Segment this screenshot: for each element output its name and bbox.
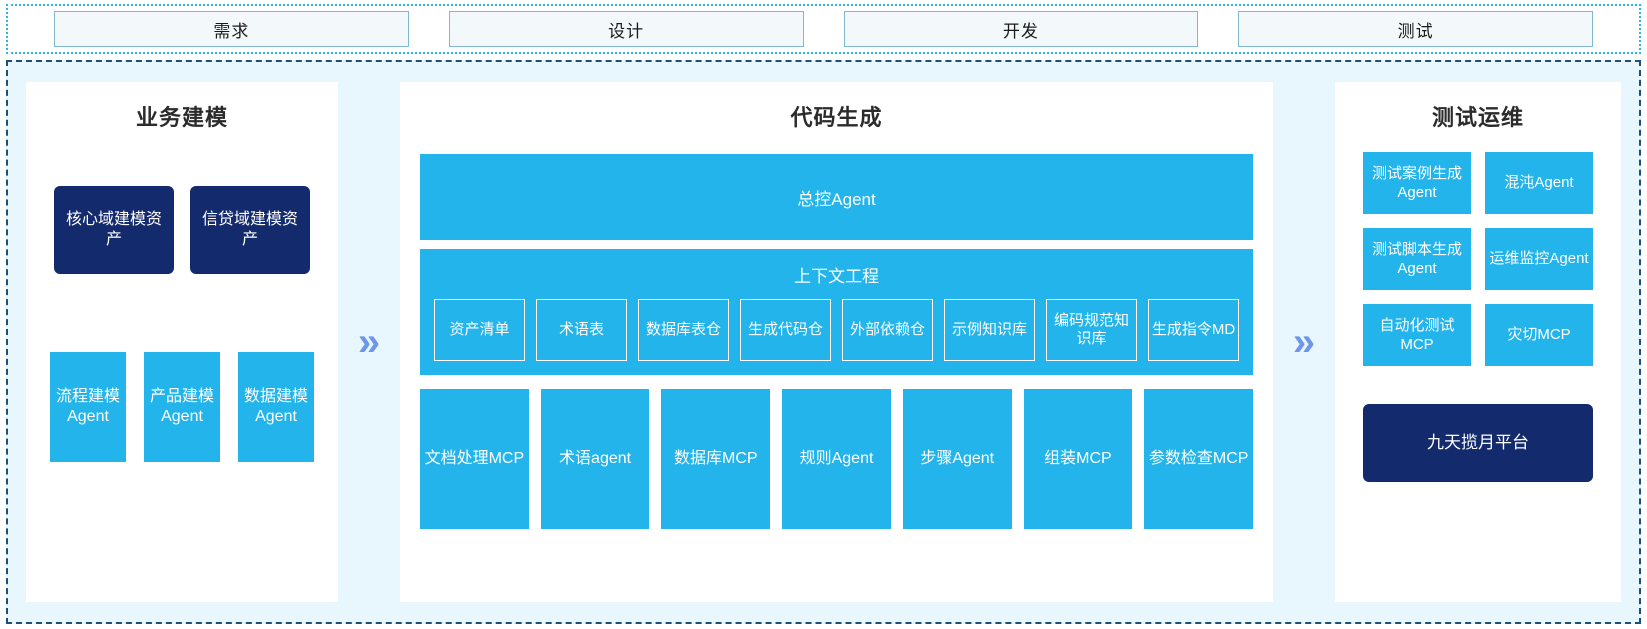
- test-ops-grid: 测试案例生成Agent 混沌Agent 测试脚本生成Agent 运维监控Agen…: [1363, 152, 1593, 366]
- context-chip-db-table-repo[interactable]: 数据库表仓: [638, 299, 729, 361]
- platform-card-jiutian-lanyue[interactable]: 九天揽月平台: [1363, 404, 1593, 482]
- flow-arrow-left: »: [338, 82, 400, 602]
- tool-card-assembly-mcp[interactable]: 组装MCP: [1023, 389, 1133, 529]
- context-chip-coding-standard-knowledge-base[interactable]: 编码规范知识库: [1046, 299, 1137, 361]
- agent-card-product-modeling[interactable]: 产品建模Agent: [144, 352, 220, 462]
- agent-card-process-modeling[interactable]: 流程建模Agent: [50, 352, 126, 462]
- double-chevron-right-icon: »: [357, 320, 381, 364]
- panel-business-modeling: 业务建模 核心域建模资产 信贷域建模资产 流程建模Agent 产品建模Agent…: [26, 82, 338, 602]
- business-agent-row: 流程建模Agent 产品建模Agent 数据建模Agent: [50, 352, 314, 462]
- panel-title-business-modeling: 业务建模: [135, 105, 228, 130]
- tool-card-step-agent[interactable]: 步骤Agent: [902, 389, 1012, 529]
- agent-card-data-modeling[interactable]: 数据建模Agent: [238, 352, 314, 462]
- stage-tab-design[interactable]: 设计: [448, 11, 804, 47]
- context-chip-external-dependency-repo[interactable]: 外部依赖仓: [842, 299, 933, 361]
- panel-title-test-operations: 测试运维: [1431, 105, 1524, 130]
- tool-card-glossary-agent[interactable]: 术语agent: [540, 389, 650, 529]
- tool-card-rule-agent[interactable]: 规则Agent: [782, 389, 891, 529]
- flow-arrow-right: »: [1273, 82, 1335, 602]
- double-chevron-right-icon: »: [1292, 320, 1316, 364]
- ops-card-automated-testing-mcp[interactable]: 自动化测试MCP: [1363, 304, 1471, 366]
- main-area: 业务建模 核心域建模资产 信贷域建模资产 流程建模Agent 产品建模Agent…: [6, 60, 1641, 624]
- asset-card-core-domain[interactable]: 核心域建模资产: [54, 186, 174, 274]
- ops-card-chaos-agent[interactable]: 混沌Agent: [1485, 152, 1593, 214]
- stage-tab-requirement[interactable]: 需求: [54, 11, 409, 47]
- context-engineering-title: 上下文工程: [794, 267, 879, 286]
- context-chip-example-knowledge-base[interactable]: 示例知识库: [944, 299, 1035, 361]
- master-agent-banner[interactable]: 总控Agent: [420, 154, 1253, 240]
- panel-code-generation: 代码生成 总控Agent 上下文工程 资产清单 术语表 数据库表仓 生成代码仓 …: [400, 82, 1273, 602]
- ops-card-test-case-generation-agent[interactable]: 测试案例生成Agent: [1363, 152, 1471, 214]
- tool-card-row: 文档处理MCP 术语agent 数据库MCP 规则Agent 步骤Agent 组…: [420, 389, 1254, 529]
- context-chip-generated-code-repo[interactable]: 生成代码仓: [740, 299, 831, 361]
- ops-card-disaster-switch-mcp[interactable]: 灾切MCP: [1485, 304, 1593, 366]
- tool-card-parameter-check-mcp[interactable]: 参数检查MCP: [1144, 389, 1254, 529]
- business-asset-row: 核心域建模资产 信贷域建模资产: [54, 186, 310, 274]
- context-chip-glossary[interactable]: 术语表: [536, 299, 627, 361]
- context-chip-row: 资产清单 术语表 数据库表仓 生成代码仓 外部依赖仓 示例知识库 编码规范知识库…: [434, 299, 1239, 361]
- stage-bar: 需求 设计 开发 测试: [6, 4, 1641, 54]
- context-chip-generation-instruction-md[interactable]: 生成指令MD: [1148, 299, 1239, 361]
- panel-title-code-generation: 代码生成: [790, 105, 883, 130]
- ops-card-operation-monitoring-agent[interactable]: 运维监控Agent: [1485, 228, 1593, 290]
- panel-test-operations: 测试运维 测试案例生成Agent 混沌Agent 测试脚本生成Agent 运维监…: [1335, 82, 1621, 602]
- context-chip-asset-list[interactable]: 资产清单: [434, 299, 525, 361]
- tool-card-database-mcp[interactable]: 数据库MCP: [661, 389, 771, 529]
- context-engineering-block: 上下文工程 资产清单 术语表 数据库表仓 生成代码仓 外部依赖仓 示例知识库 编…: [420, 249, 1253, 375]
- ops-card-test-script-generation-agent[interactable]: 测试脚本生成Agent: [1363, 228, 1471, 290]
- stage-tab-development[interactable]: 开发: [843, 11, 1199, 47]
- tool-card-document-processing-mcp[interactable]: 文档处理MCP: [420, 389, 529, 529]
- asset-card-credit-domain[interactable]: 信贷域建模资产: [190, 186, 310, 274]
- stage-tab-testing[interactable]: 测试: [1238, 11, 1593, 47]
- code-generation-body: 总控Agent 上下文工程 资产清单 术语表 数据库表仓 生成代码仓 外部依赖仓…: [400, 132, 1273, 543]
